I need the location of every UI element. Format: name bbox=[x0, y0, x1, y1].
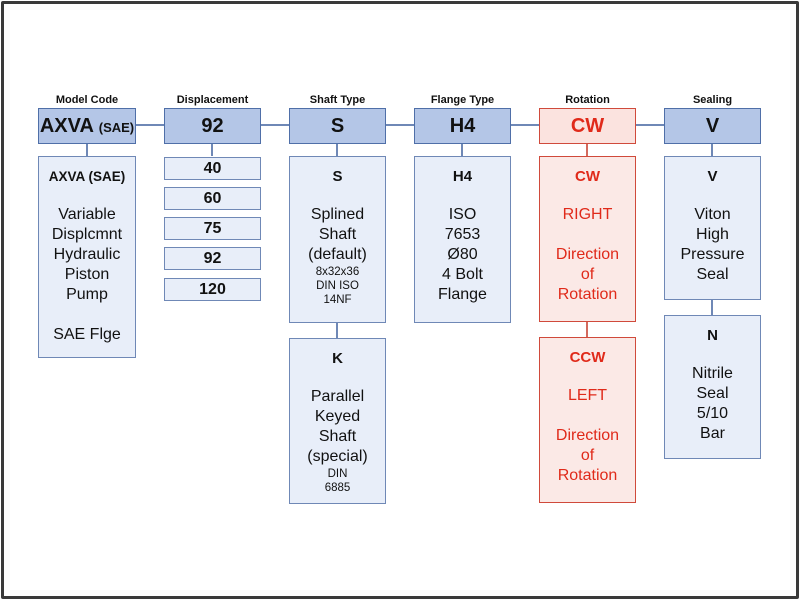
rotation-ccw-title: CCW bbox=[569, 349, 606, 366]
flange-line: Ø80 bbox=[447, 246, 478, 263]
model-line: Variable bbox=[58, 206, 116, 223]
sealing-v-line: Viton bbox=[694, 206, 731, 223]
rotation-ccw-line: Rotation bbox=[557, 467, 618, 484]
connector-line bbox=[261, 124, 289, 126]
displacement-option: 40 bbox=[164, 157, 261, 180]
model-line: Displcmnt bbox=[51, 226, 123, 243]
sealing-v-box: V Viton High Pressure Seal bbox=[664, 156, 761, 300]
sealing-n-line: Nitrile bbox=[692, 365, 733, 382]
rotation-cw-line: Direction bbox=[555, 246, 620, 263]
shaft-s-line: (default) bbox=[308, 246, 367, 263]
sealing-n-line: Bar bbox=[700, 425, 725, 442]
shaft-s-spec: 8x32x36 bbox=[315, 266, 360, 278]
label-rotation: Rotation bbox=[565, 94, 610, 106]
code-box-flange: H4 bbox=[414, 108, 511, 144]
shaft-s-spec: 14NF bbox=[323, 294, 352, 306]
flange-h4-box: H4 ISO 7653 Ø80 4 Bolt Flange bbox=[414, 156, 511, 323]
shaft-k-spec: DIN bbox=[327, 468, 348, 480]
rotation-cw-box: CW RIGHT Direction of Rotation bbox=[539, 156, 636, 322]
model-detail-title: AXVA (SAE) bbox=[48, 169, 126, 184]
sealing-n-title: N bbox=[707, 327, 718, 344]
connector-line bbox=[461, 144, 463, 156]
shaft-k-line: Shaft bbox=[318, 428, 357, 445]
sealing-v-line: High bbox=[696, 226, 729, 243]
label-displacement: Displacement bbox=[176, 94, 249, 106]
displacement-option: 75 bbox=[164, 217, 261, 240]
label-flange-type: Flange Type bbox=[430, 94, 495, 106]
rotation-ccw-line: Direction bbox=[555, 427, 620, 444]
rotation-cw-direction: RIGHT bbox=[562, 206, 613, 223]
model-code-value: AXVA bbox=[39, 115, 94, 137]
rotation-ccw-line: of bbox=[580, 447, 595, 464]
code-box-sealing: V bbox=[664, 108, 761, 144]
model-detail-box: AXVA (SAE) Variable Displcmnt Hydraulic … bbox=[38, 156, 136, 358]
flange-line: 7653 bbox=[444, 226, 481, 243]
model-line: Piston bbox=[64, 266, 110, 283]
shaft-s-box: S Splined Shaft (default) 8x32x36 DIN IS… bbox=[289, 156, 386, 323]
sealing-n-line: 5/10 bbox=[696, 405, 729, 422]
rotation-cw-line: Rotation bbox=[557, 286, 618, 303]
shaft-k-line: (special) bbox=[307, 448, 368, 465]
shaft-k-line: Parallel bbox=[310, 388, 365, 405]
sealing-v-line: Seal bbox=[696, 266, 729, 283]
model-code-suffix: (SAE) bbox=[98, 120, 135, 135]
connector-line bbox=[511, 124, 539, 126]
flange-line: ISO bbox=[448, 206, 477, 223]
connector-line bbox=[711, 300, 713, 315]
flange-line: 4 Bolt bbox=[442, 266, 483, 283]
sealing-v-title: V bbox=[707, 168, 718, 185]
shaft-k-spec: 6885 bbox=[324, 482, 351, 494]
rotation-cw-line: of bbox=[580, 266, 595, 283]
code-box-rotation: CW bbox=[539, 108, 636, 144]
label-model-code: Model Code bbox=[55, 94, 119, 106]
model-line: Pump bbox=[66, 286, 108, 303]
shaft-s-spec: DIN ISO bbox=[316, 280, 359, 292]
rotation-ccw-direction: LEFT bbox=[567, 387, 608, 404]
connector-line bbox=[336, 323, 338, 338]
sealing-n-line: Seal bbox=[696, 385, 729, 402]
flange-title: H4 bbox=[452, 168, 473, 185]
shaft-s-title: S bbox=[332, 168, 343, 185]
shaft-s-line: Shaft bbox=[318, 226, 357, 243]
displacement-option: 92 bbox=[164, 247, 261, 270]
flange-line: Flange bbox=[438, 286, 487, 303]
rotation-cw-title: CW bbox=[575, 168, 600, 185]
connector-line bbox=[586, 322, 588, 337]
code-box-displacement: 92 bbox=[164, 108, 261, 144]
displacement-option: 60 bbox=[164, 187, 261, 210]
label-shaft-type: Shaft Type bbox=[309, 94, 366, 106]
shaft-k-box: K Parallel Keyed Shaft (special) DIN 688… bbox=[289, 338, 386, 504]
shaft-s-line: Splined bbox=[310, 206, 365, 223]
model-footer: SAE Flge bbox=[53, 326, 121, 343]
label-sealing: Sealing bbox=[692, 94, 733, 106]
connector-line bbox=[86, 144, 88, 156]
sealing-n-box: N Nitrile Seal 5/10 Bar bbox=[664, 315, 761, 459]
connector-line bbox=[586, 144, 588, 156]
sealing-v-line: Pressure bbox=[680, 246, 745, 263]
connector-line bbox=[211, 144, 213, 156]
shaft-k-line: Keyed bbox=[314, 408, 361, 425]
displacement-option: 120 bbox=[164, 278, 261, 301]
connector-line bbox=[711, 144, 713, 156]
rotation-ccw-box: CCW LEFT Direction of Rotation bbox=[539, 337, 636, 503]
code-box-model: AXVA (SAE) bbox=[38, 108, 136, 144]
model-line: Hydraulic bbox=[53, 246, 121, 263]
shaft-k-title: K bbox=[332, 350, 343, 367]
connector-line bbox=[136, 124, 164, 126]
code-box-shaft: S bbox=[289, 108, 386, 144]
connector-line bbox=[636, 124, 664, 126]
connector-line bbox=[386, 124, 414, 126]
connector-line bbox=[336, 144, 338, 156]
